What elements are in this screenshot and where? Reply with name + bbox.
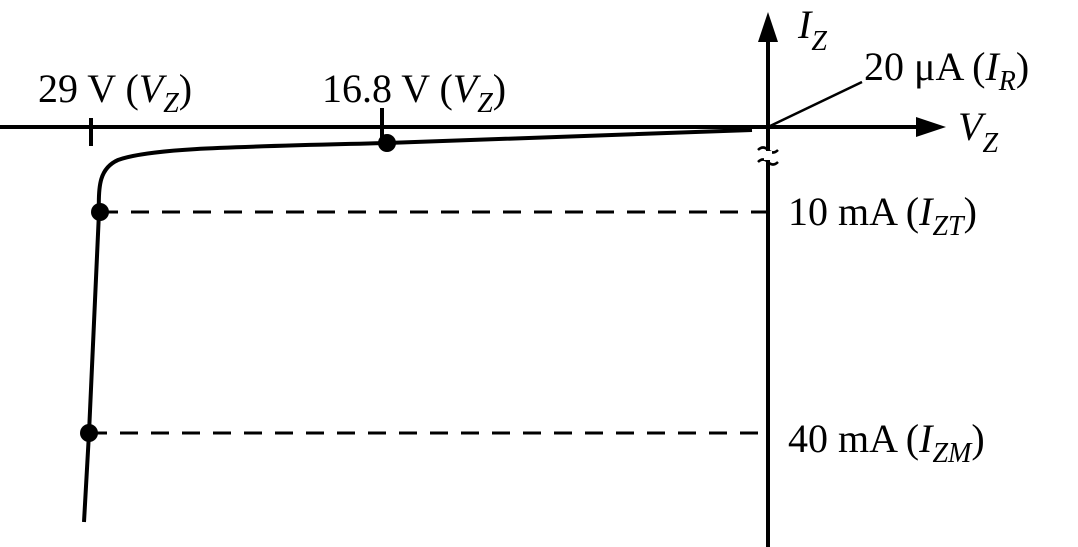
- izm-subscript: ZM: [932, 438, 973, 469]
- vz-29-subscript: Z: [163, 88, 179, 119]
- izt-subscript: ZT: [932, 211, 966, 242]
- vz-16-8-value: 16.8 V (: [322, 66, 453, 111]
- leakage-subscript: R: [998, 66, 1016, 97]
- y-axis-subscript: Z: [811, 26, 827, 57]
- leakage-current-label: 20 μA (IR): [864, 44, 1029, 97]
- x-axis-symbol: V: [958, 104, 987, 149]
- izt-value: 10 mA (: [788, 189, 919, 234]
- vz-29-value: 29 V (: [38, 66, 139, 111]
- point-izm: [80, 424, 98, 442]
- izm-close: ): [971, 416, 984, 461]
- vz-29-label: 29 V (VZ): [38, 66, 192, 119]
- leakage-close: ): [1016, 44, 1029, 89]
- vz-29-symbol: V: [139, 66, 168, 111]
- vz-29-close: ): [179, 66, 192, 111]
- vz-16-8-symbol: V: [453, 66, 482, 111]
- point-16-8v: [378, 134, 396, 152]
- vz-16-8-subscript: Z: [477, 88, 493, 119]
- izm-value: 40 mA (: [788, 416, 919, 461]
- zener-characteristic-curve: [82, 128, 753, 523]
- izm-symbol: I: [918, 416, 934, 461]
- vz-16-8-close: ): [493, 66, 506, 111]
- leakage-symbol: I: [984, 44, 1000, 89]
- axis-break-symbol: [757, 146, 779, 166]
- izt-label: 10 mA (IZT): [788, 189, 977, 242]
- y-axis-label: IZ: [797, 2, 827, 57]
- axis-break-gap: [764, 151, 772, 160]
- x-axis-label: VZ: [958, 104, 998, 159]
- point-izt: [91, 203, 109, 221]
- y-axis-symbol: I: [797, 2, 813, 47]
- vertical-axis-arrowhead: [758, 12, 778, 42]
- vz-16-8-label: 16.8 V (VZ): [322, 66, 506, 119]
- leakage-value: 20 μA (: [864, 44, 985, 89]
- horizontal-axis-arrowhead: [916, 117, 946, 137]
- leakage-leader-line: [767, 80, 863, 129]
- izm-label: 40 mA (IZM): [788, 416, 985, 469]
- izt-close: ): [964, 189, 977, 234]
- izt-symbol: I: [918, 189, 934, 234]
- x-axis-subscript: Z: [982, 128, 998, 159]
